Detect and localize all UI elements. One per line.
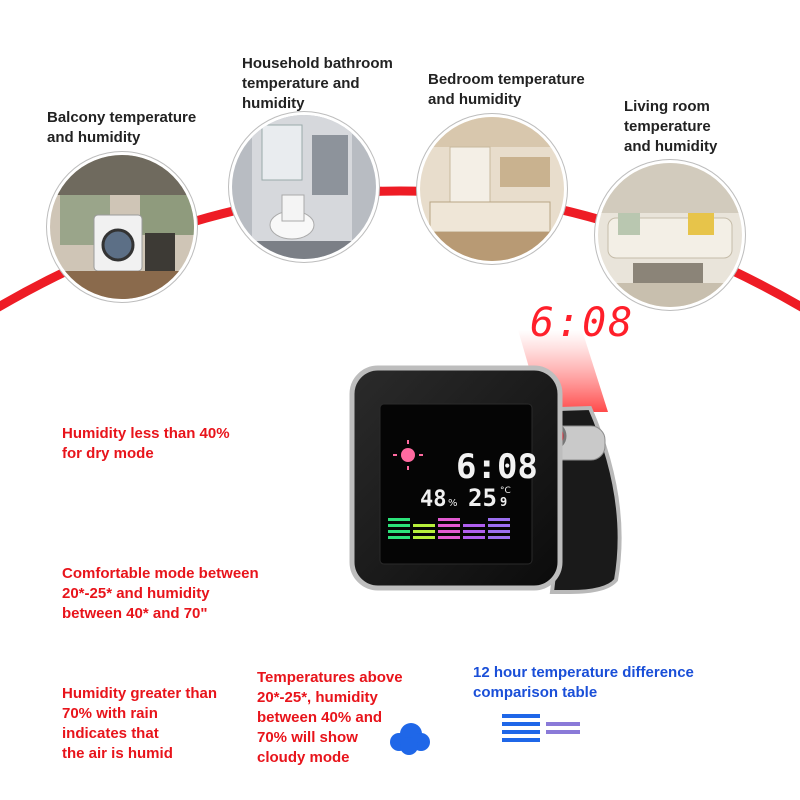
lcd-temperature-decimal: 9 (500, 495, 507, 509)
lcd-humidity-unit: % (448, 498, 458, 509)
note-dry-mode: Humidity less than 40%for dry mode (62, 425, 230, 462)
lcd-temperature-unit: °C (500, 486, 511, 496)
sun-icon (393, 440, 423, 470)
lcd-temperature: 25 (468, 484, 497, 512)
living-room-photo (598, 163, 742, 307)
lcd-time: 6:08 (456, 447, 538, 487)
bedroom-photo (420, 117, 564, 261)
bathroom-photo (232, 115, 376, 259)
balcony-photo (50, 155, 194, 299)
cloud-icon (390, 723, 430, 755)
lcd-bar-chart (388, 518, 510, 539)
lcd-humidity: 48 (420, 487, 447, 512)
weather-clock-device: 6:08 48 % 25 9 °C (349, 330, 622, 594)
comparison-table-icon (502, 714, 580, 742)
